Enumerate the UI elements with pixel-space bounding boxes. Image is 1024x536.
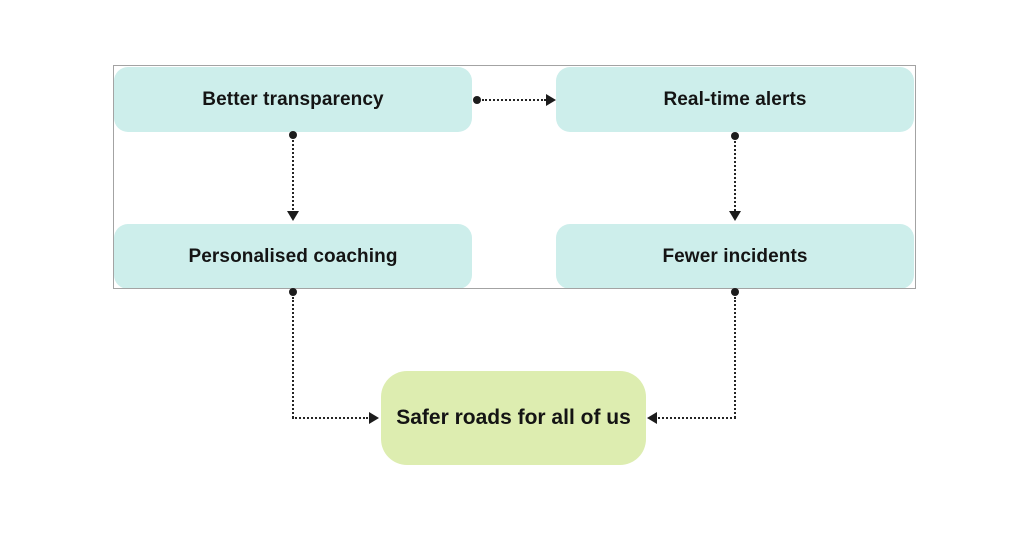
connector-line [292,140,294,210]
connector-line [734,297,736,418]
node-better-transparency: Better transparency [114,67,472,132]
connector-line [482,99,546,101]
node-label: Better transparency [202,88,384,110]
connector-dot [731,132,739,140]
arrowhead-down-icon [287,211,299,221]
node-label: Personalised coaching [188,245,398,267]
arrowhead-right-icon [369,412,379,424]
connector-dot [289,288,297,296]
arrowhead-right-icon [546,94,556,106]
node-label: Real-time alerts [663,88,807,110]
connector-line [292,417,368,419]
node-safer-roads: Safer roads for all of us [381,371,646,465]
node-fewer-incidents: Fewer incidents [556,224,914,289]
node-personalised-coaching: Personalised coaching [114,224,472,289]
connector-dot [473,96,481,104]
arrowhead-down-icon [729,211,741,221]
arrowhead-left-icon [647,412,657,424]
connector-line [292,297,294,418]
node-label: Fewer incidents [662,245,808,267]
connector-line [734,141,736,211]
connector-line [658,417,736,419]
node-real-time-alerts: Real-time alerts [556,67,914,132]
connector-dot [289,131,297,139]
node-label: Safer roads for all of us [396,406,631,429]
connector-dot [731,288,739,296]
